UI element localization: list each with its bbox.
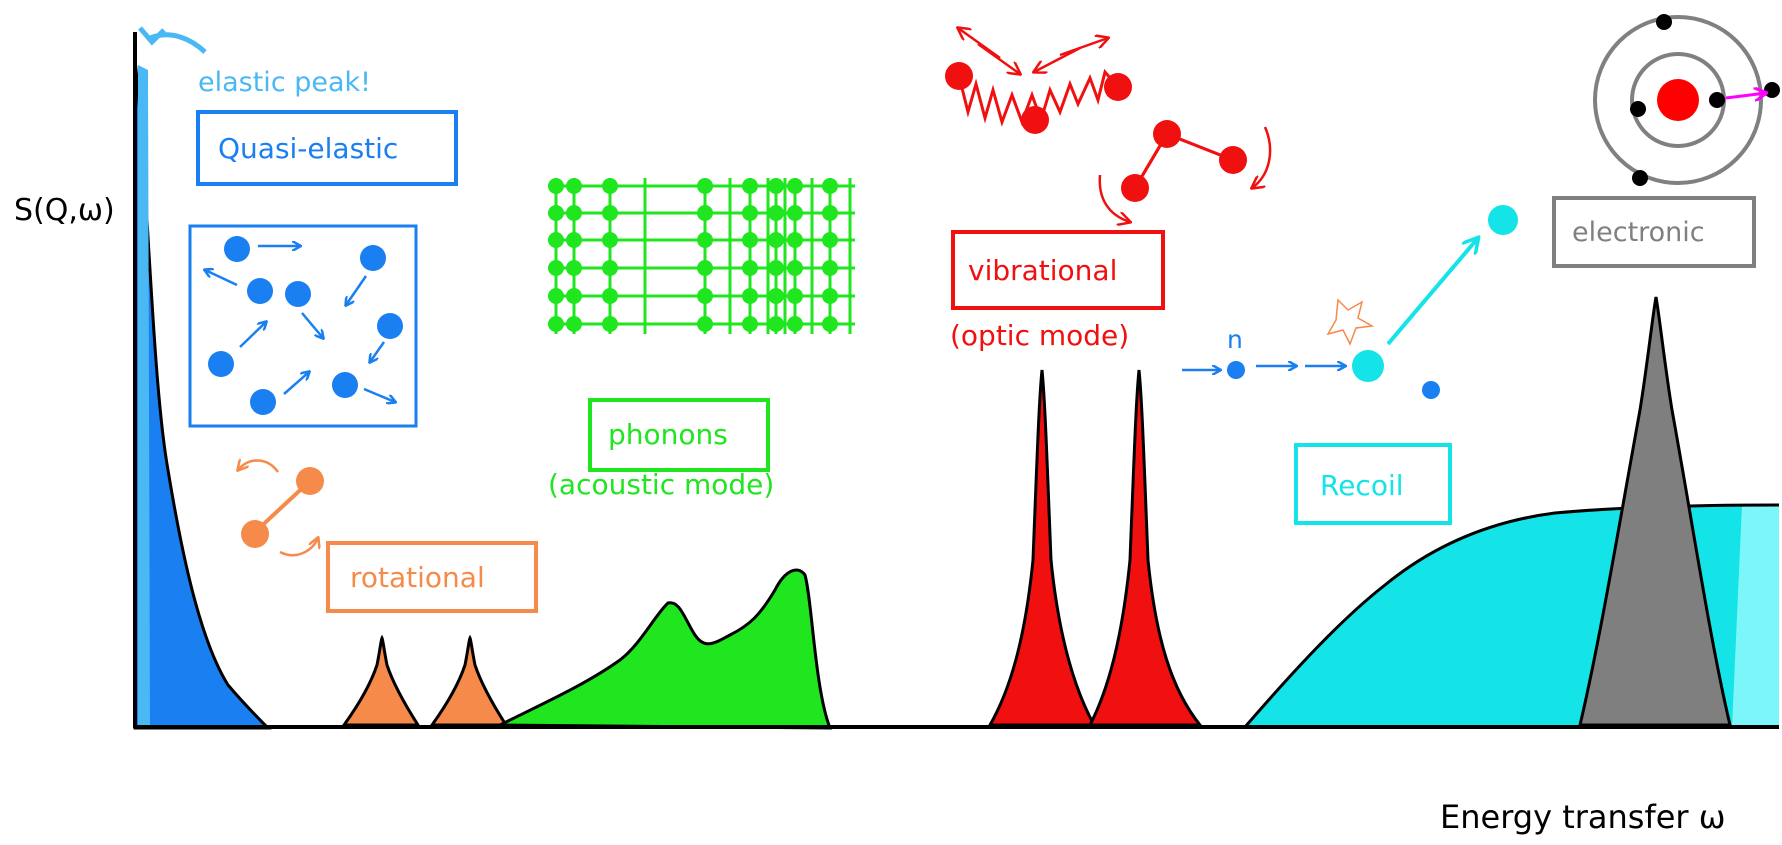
lattice-atom: [566, 260, 582, 276]
lattice-atom: [602, 316, 618, 332]
vibrational-peak-1: [987, 369, 1097, 727]
lattice-atom: [566, 232, 582, 248]
rotational-peak-1: [341, 634, 421, 727]
electronic-label: electronic: [1572, 217, 1705, 248]
rotor-molecule: [241, 467, 324, 548]
elastic-peak: [138, 65, 150, 725]
recoil-band-light: [1732, 505, 1779, 727]
lattice-atom: [602, 260, 618, 276]
lattice-atom: [602, 178, 618, 194]
vibrational-label: vibrational: [968, 254, 1117, 287]
diffusing-particles: [208, 236, 403, 415]
lattice-atom: [566, 288, 582, 304]
lattice-atom: [768, 260, 784, 276]
lattice-atom: [742, 316, 758, 332]
quasi-elastic-label: Quasi-elastic: [218, 132, 398, 165]
bent-molecule: [1121, 120, 1247, 202]
recoiled-nucleus: [1488, 205, 1518, 235]
lattice-atom: [768, 205, 784, 221]
lattice-atom: [742, 260, 758, 276]
phonon-band: [499, 568, 833, 730]
lattice-atom: [742, 232, 758, 248]
lattice-atom: [787, 178, 803, 194]
lattice-atom: [742, 288, 758, 304]
star-burst-icon: [1326, 298, 1375, 346]
lattice-atom: [822, 205, 838, 221]
lattice-atom: [822, 288, 838, 304]
bend-arrow-right-icon: [1252, 126, 1272, 188]
rotational-label: rotational: [350, 561, 485, 594]
vibration-arrow-right-icon-2: [1034, 46, 1081, 72]
lattice-atom: [787, 260, 803, 276]
vibration-arrow-left-icon: [958, 28, 1001, 60]
lattice-atom: [768, 316, 784, 332]
lattice-atom: [602, 232, 618, 248]
target-nucleus: [1352, 350, 1384, 382]
lattice-atom: [697, 316, 713, 332]
elastic-peak-label: elastic peak!: [198, 67, 371, 98]
recoil-box: [1294, 443, 1452, 525]
lattice-atom: [548, 260, 564, 276]
rotation-arrow-bottom-icon: [279, 538, 318, 557]
phonon-lattice: [548, 178, 855, 334]
lattice-atom: [548, 205, 564, 221]
neutron-dot: [1227, 361, 1245, 379]
lattice-atom: [697, 288, 713, 304]
spring-molecule: [945, 62, 1132, 134]
lattice-atom: [548, 316, 564, 332]
lattice-atom: [822, 260, 838, 276]
neutron-label: n: [1227, 325, 1243, 354]
lattice-atom: [566, 316, 582, 332]
bend-arrow-left-icon: [1098, 174, 1130, 222]
lattice-atom: [787, 205, 803, 221]
lattice-atom: [548, 232, 564, 248]
lattice-atom: [548, 288, 564, 304]
vibrational-peak-2: [1087, 369, 1204, 727]
diffusion-box: [188, 224, 418, 428]
recoil-label: Recoil: [1320, 469, 1404, 502]
lattice-atom: [697, 178, 713, 194]
phonons-box: [588, 398, 770, 472]
lattice-atom: [548, 178, 564, 194]
rotational-peak-2: [429, 634, 509, 727]
lattice-atom: [787, 288, 803, 304]
lattice-atom: [768, 178, 784, 194]
lattice-atom: [602, 205, 618, 221]
rotation-arrow-top-icon: [238, 460, 280, 473]
phonons-label: phonons: [608, 418, 728, 451]
recoil-arrow-icon: [1386, 238, 1478, 346]
lattice-atom: [566, 205, 582, 221]
lattice-atom: [742, 178, 758, 194]
lattice-atom: [822, 178, 838, 194]
lattice-atom: [602, 288, 618, 304]
lattice-atom: [768, 288, 784, 304]
electronic-peak: [1578, 296, 1732, 727]
vibration-arrow-right-icon: [1059, 38, 1108, 57]
diffusion-arrows: [205, 246, 395, 402]
x-axis-label: Energy transfer ω: [1440, 798, 1726, 836]
vibrational-box: [951, 230, 1165, 310]
lattice-atom: [768, 232, 784, 248]
y-axis-label: S(Q,ω): [14, 193, 115, 228]
lattice-atom: [787, 316, 803, 332]
lattice-atom: [822, 232, 838, 248]
lattice-atom: [697, 232, 713, 248]
vibration-arrow-left-icon-2: [977, 42, 1020, 74]
curved-arrow-head-icon: [138, 26, 166, 46]
electronic-box: [1552, 196, 1756, 268]
acoustic-mode-label: (acoustic mode): [548, 468, 774, 501]
scattered-neutron: [1422, 381, 1440, 399]
lattice-atom: [787, 232, 803, 248]
lattice-atom: [742, 205, 758, 221]
lattice-atom: [697, 260, 713, 276]
rotational-box: [326, 541, 538, 613]
lattice-atom: [566, 178, 582, 194]
lattice-atom: [822, 316, 838, 332]
lattice-atom: [697, 205, 713, 221]
quasi-elastic-box: [196, 110, 458, 186]
optic-mode-label: (optic mode): [950, 319, 1129, 352]
atom-icon: [1593, 14, 1780, 186]
